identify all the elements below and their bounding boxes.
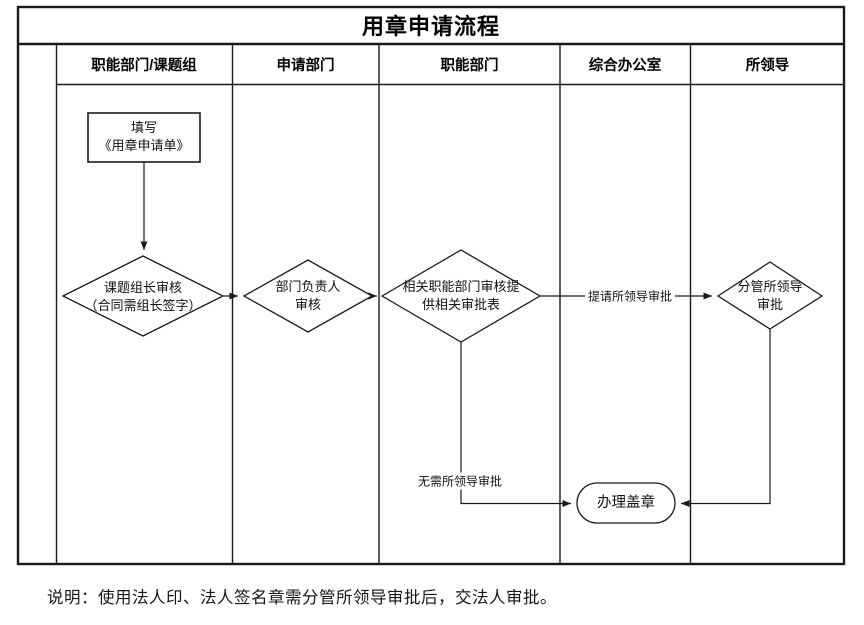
note-text: 说明：使用法人印、法人签名章需分管所领导审批后，交法人审批。 [47,589,557,607]
decision-diamond-shape [380,249,542,343]
decision-diamond-shape [242,259,374,333]
node-dept-head-review: 部门负责人 审核 [275,279,341,312]
node-stamp: 办理盖章 [597,495,655,511]
node-fill-form: 填写 《用章申请单》 [98,120,190,153]
edge-label-submit-leader-approval: 提请所领导审批 [584,287,676,305]
chart-title: 用章申请流程 [361,14,500,39]
node-institute-leader-review: 分管所领导 审批 [737,279,803,312]
frame-border [16,5,846,566]
decision-diamond-shape [716,261,824,330]
lane-header-institute-leaders: 所领导 [745,58,790,74]
edge-label-no-leader-approval: 无需所领导审批 [414,472,506,490]
lane-header-applying-dept: 申请部门 [276,58,335,74]
arrow-leader-to-stamp [681,329,771,507]
lane-header-functional-dept: 职能部门 [440,58,499,74]
terminator-shape [576,482,676,524]
lane-header-functional-dept-group: 职能部门/课题组 [91,58,197,74]
arrow-functional-to-stamp [460,342,571,507]
decision-diamond-shape [61,255,225,337]
process-box-shape [87,112,201,163]
node-functional-dept-review: 相关职能部门审核提 供相关审批表 [402,279,520,312]
lane-header-general-office: 综合办公室 [588,58,662,74]
node-group-leader-review: 课题组长审核 （合同需组长签字） [84,280,202,313]
